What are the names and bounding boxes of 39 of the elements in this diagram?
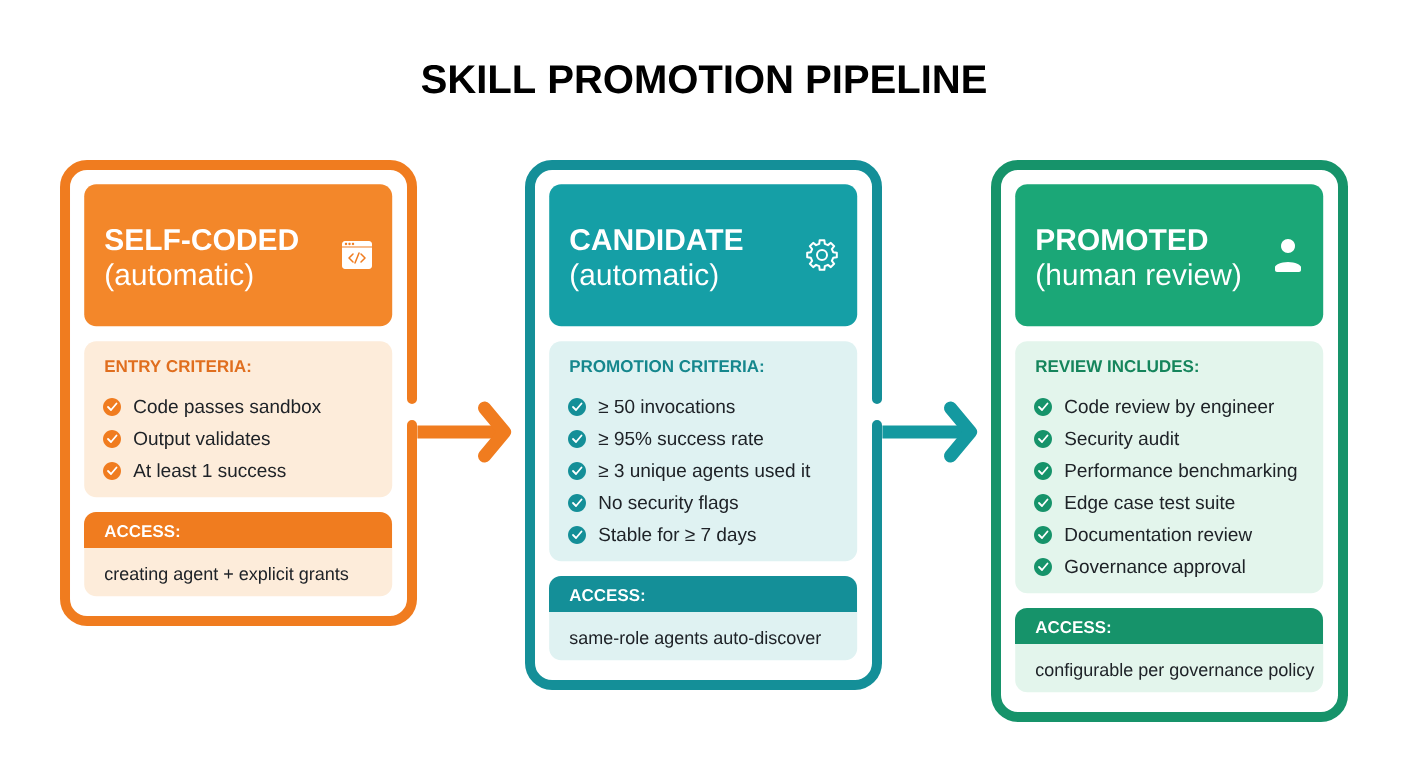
- header-box: [549, 184, 858, 327]
- section-heading: PROMOTION CRITERIA:: [570, 360, 764, 373]
- header-box: [1015, 184, 1324, 327]
- access-panel: [84, 512, 393, 597]
- criteria-panel: [549, 341, 858, 562]
- criterion-text: ≥ 95% success rate: [598, 431, 763, 446]
- section-heading: ENTRY CRITERIA:: [105, 360, 251, 373]
- section-heading: ACCESS:: [569, 589, 645, 602]
- access-panel: [549, 576, 858, 661]
- criterion-text: Code passes sandbox: [134, 399, 321, 417]
- section-heading: ACCESS:: [104, 525, 180, 538]
- criterion-text: Edge case test suite: [1065, 495, 1235, 513]
- stage-title: CANDIDATE: [570, 229, 743, 251]
- header-box: [84, 184, 393, 327]
- stage-mode: (automatic): [106, 263, 253, 292]
- criterion-text: Stable for ≥ 7 days: [599, 527, 756, 545]
- stage-mode: (human review): [1037, 263, 1240, 292]
- criterion-text: At least 1 success: [133, 463, 286, 478]
- title: SKILL PROMOTION PIPELINE: [421, 65, 986, 94]
- access-panel: [1015, 608, 1324, 693]
- access-text: creating agent + explicit grants: [105, 566, 349, 584]
- criterion-text: Performance benchmarking: [1065, 463, 1297, 481]
- criterion-text: ≥ 3 unique agents used it: [598, 463, 811, 481]
- criterion-text: Security audit: [1065, 431, 1180, 449]
- access-text: same-role agents auto-discover: [569, 630, 821, 648]
- criteria-panel: [84, 341, 393, 498]
- section-heading: REVIEW INCLUDES:: [1036, 360, 1198, 373]
- access-text: configurable per governance policy: [1036, 662, 1315, 680]
- criterion-text: Code review by engineer: [1065, 399, 1274, 417]
- criterion-text: Governance approval: [1065, 559, 1245, 577]
- stage-mode: (automatic): [571, 263, 718, 292]
- criterion-text: No security flags: [599, 495, 738, 513]
- criteria-panel: [1015, 341, 1324, 594]
- criterion-text: Output validates: [134, 431, 270, 449]
- section-heading: ACCESS:: [1035, 621, 1111, 634]
- stage-title: PROMOTED: [1037, 229, 1208, 251]
- stage-title: SELF-CODED: [105, 229, 298, 251]
- criterion-text: ≥ 50 invocations: [598, 399, 735, 414]
- criterion-text: Documentation review: [1065, 527, 1253, 542]
